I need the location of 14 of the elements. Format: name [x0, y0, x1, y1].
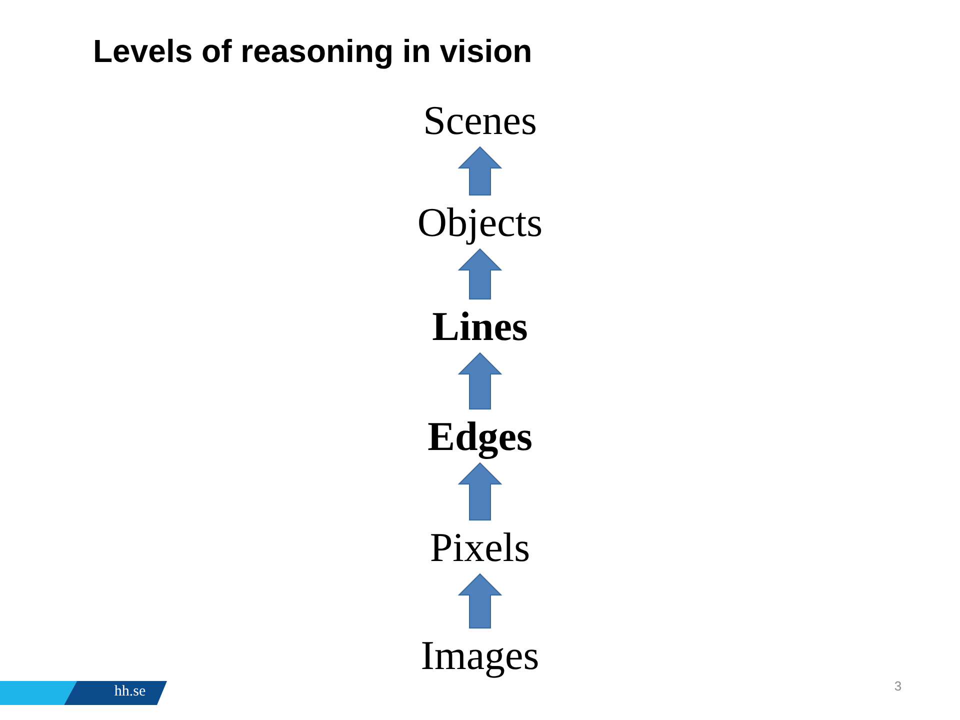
footer-text: hh.se	[114, 684, 146, 700]
page-number: 3	[894, 678, 902, 694]
level-label: Objects	[417, 197, 543, 247]
level-label: Scenes	[423, 95, 537, 145]
block-arrow	[458, 248, 502, 300]
slide-title: Levels of reasoning in vision	[93, 35, 532, 67]
level-label: Pixels	[430, 522, 530, 572]
level-label: Edges	[428, 411, 532, 461]
block-arrow	[458, 146, 502, 196]
block-arrow	[458, 462, 502, 520]
block-arrow	[458, 573, 502, 628]
level-label: Images	[420, 630, 540, 680]
block-arrow	[458, 352, 502, 410]
level-label: Lines	[432, 301, 528, 351]
